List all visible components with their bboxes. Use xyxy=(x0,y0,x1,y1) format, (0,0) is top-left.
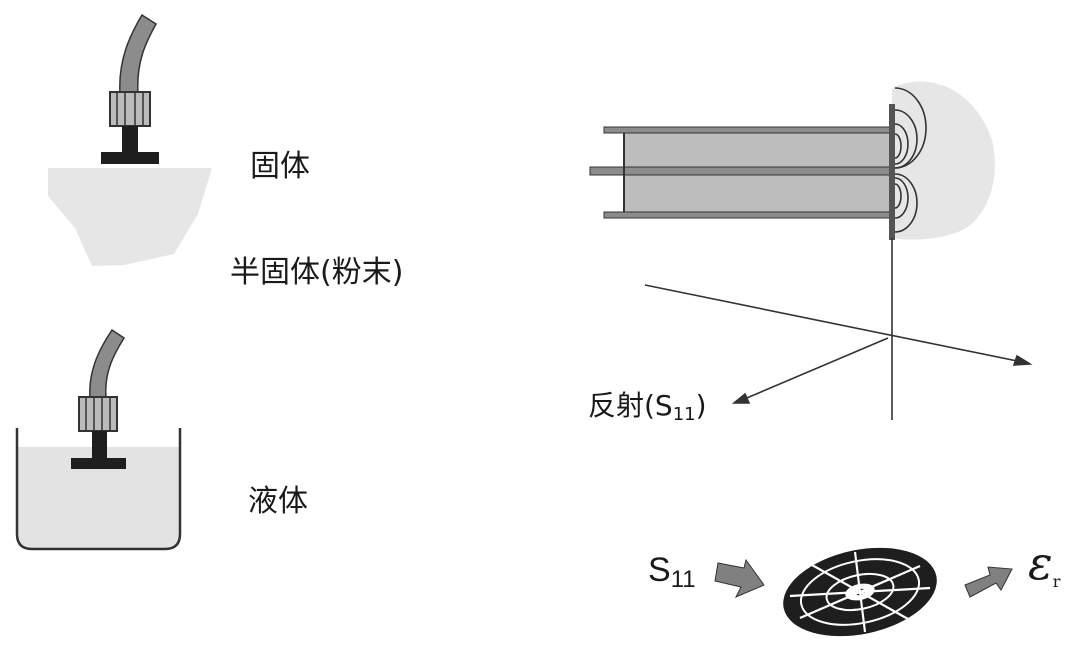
liquid-label: 液体 xyxy=(248,484,308,519)
right-arrow-icon xyxy=(964,566,1013,598)
s11-label: S11 xyxy=(648,551,696,593)
probe-cable xyxy=(119,13,157,95)
material-under-test xyxy=(892,81,995,240)
outer-conductor-bottom xyxy=(603,211,893,219)
dielectric-upper xyxy=(624,133,892,167)
reflected-ray xyxy=(741,337,889,401)
incident-ray xyxy=(644,284,1023,363)
reflection-geometry xyxy=(644,238,1033,420)
permittivity-label: εr xyxy=(1028,536,1061,591)
semi-solid-label: 半固体(粉末) xyxy=(230,255,404,290)
software-disc-icon xyxy=(783,547,937,637)
dielectric-lower xyxy=(624,175,892,212)
probe-flange xyxy=(71,458,126,469)
solid-sample xyxy=(48,168,212,266)
probe-neck xyxy=(122,126,138,152)
probe-neck xyxy=(92,431,107,458)
inner-conductor xyxy=(589,166,893,176)
solid-probe-group xyxy=(48,13,212,266)
outer-conductor-top xyxy=(603,126,893,134)
conversion-flow xyxy=(714,547,1013,637)
probe-face-flange xyxy=(889,104,895,240)
probe-nut xyxy=(109,91,151,127)
probe-cable xyxy=(89,328,126,399)
probe-nut xyxy=(78,396,118,432)
probe-flange xyxy=(101,152,159,164)
coax-cross-section xyxy=(589,81,995,240)
reflection-label: 反射(S11) xyxy=(588,389,707,425)
liquid-probe-group xyxy=(15,328,182,551)
solid-label: 固体 xyxy=(250,149,310,184)
right-arrow-icon xyxy=(714,558,765,598)
incident-arrowhead xyxy=(1012,354,1033,366)
reflected-arrowhead xyxy=(731,392,751,404)
liquid-beaker xyxy=(15,428,182,551)
fringing-field-lines xyxy=(894,87,927,233)
liquid-fill xyxy=(17,447,180,549)
